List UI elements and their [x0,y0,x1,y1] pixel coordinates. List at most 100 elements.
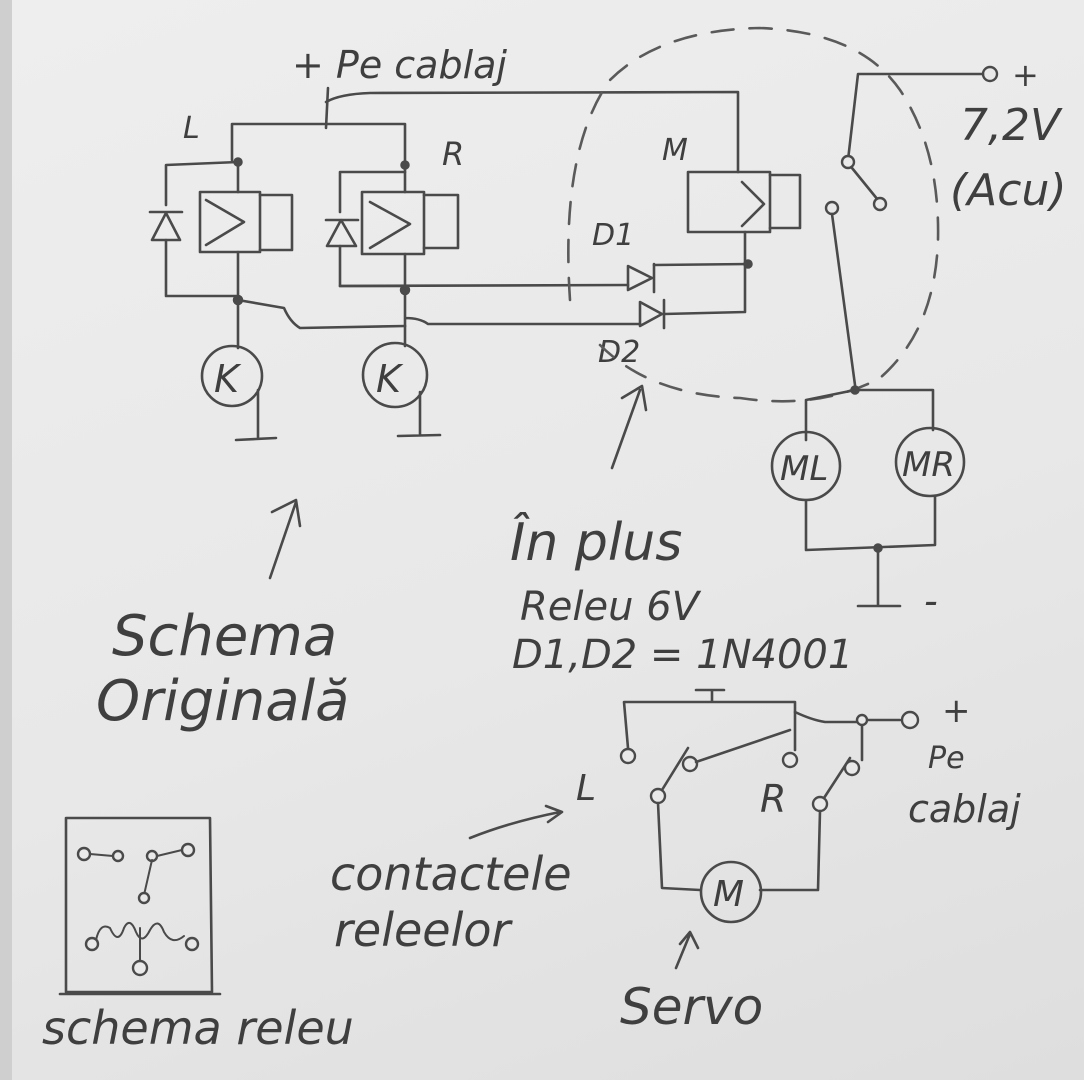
paper-edge [0,0,12,1080]
schema-originala-line1: Schema [112,604,337,669]
relay-r-diode-lead-bottom [338,244,407,288]
motor-left-label: ML [780,449,828,489]
contact-r-lever [822,756,852,800]
relay-l-diode-lead-top [164,160,240,207]
contactele-line2: releelor [334,903,514,957]
diode-d1 [626,262,656,294]
contact-l-nc [619,747,637,765]
d2-label: D2 [598,335,640,370]
relay-r-diode [324,218,360,248]
contactele-line1: contactele [330,847,572,901]
arrow-to-servo [674,930,700,970]
pinout-box [64,816,214,994]
relay-l-coil [198,190,262,254]
relay-l-diode [148,210,184,242]
relay-m-coil [686,170,772,234]
contact-r-common [811,795,829,813]
pin-contact-lever [143,849,183,896]
contacts-junction [855,713,869,727]
motors-top-bus [804,388,935,442]
battery-plus-terminal [981,65,999,83]
contact-l-no [681,755,699,773]
switch-to-motors-wire [830,212,857,387]
pin-common [137,891,151,905]
pinout-coil [95,921,185,942]
releu-6v-label: Releu 6V [520,584,702,630]
pe-cablaj-line2: cablaj [908,787,1021,831]
arrow-to-addition [610,384,648,470]
contacts-r-label: R [760,777,786,821]
annotations: Schema Originală În plus Releu 6V D1,D2 … [96,384,853,734]
pin-coil-right [184,936,200,952]
d1-to-m-wire [652,262,752,267]
motor-right-circle [894,426,966,498]
in-plus-label: În plus [510,512,682,573]
motors-bottom-bus [804,494,937,552]
motors-ground [856,546,902,608]
contacts-right-wire [793,710,902,762]
relay-l-symbol [204,193,294,252]
pe-cablaj-line1: Pe [928,741,965,776]
supply-tap-wire [324,86,330,130]
relay-m-label: M [662,133,688,168]
tr-ground [396,390,442,438]
servo-motor-label: M [713,874,744,915]
schema-releu-label: schema releu [42,1001,354,1055]
transistor-left: K [200,298,278,442]
servo-motor-circle [699,860,763,924]
contact-r-nc [781,751,799,769]
servo-motor-wires [656,801,822,892]
pin-no [180,842,196,858]
r-to-d1-wire [338,283,630,288]
tr-body [361,341,429,409]
relay-pinout: schema releu [42,816,354,1055]
top-bus [230,122,407,162]
contacts-top-wire [622,688,797,752]
relay-l-label: L [183,111,200,146]
r-to-d2-wire [403,288,642,328]
addition-dashed-outline [567,26,940,403]
d2-to-m-wire [662,230,747,316]
tl-ground [234,388,278,442]
contact-l-common [649,787,667,805]
relay-r-label: R [442,135,464,173]
switch-lever [850,166,880,202]
relay-r-symbol [368,193,460,250]
l-cross-wire [236,298,407,330]
battery-wire [846,72,985,162]
pin-coil-center [131,959,149,977]
switch-node-top [840,154,856,170]
pe-cablaj-plus-sign: + [942,691,971,731]
relay-m-symbol [740,173,802,230]
relay-r-diode-lead-top [338,170,407,214]
switch-node-right [872,196,888,212]
contact-l-no-wire [694,728,792,764]
transistor-right: K [361,324,442,438]
battery-plus-sign: + [1012,56,1039,94]
diode-d2 [638,298,666,330]
supply-line-to-m [324,90,740,174]
arrow-to-original [268,498,302,580]
tl-body [200,344,264,408]
pin-nc-right [111,849,125,863]
transistor-right-label: K [376,357,404,401]
contacts-l-label: L [576,768,596,809]
transistor-left-label: K [214,357,242,401]
main-schematic: + Pe cablaj L R D1 D [148,26,1067,623]
pin-nc-bridge [89,853,114,857]
ground-minus-sign: - [924,579,938,623]
pe-cablaj-terminal [900,710,920,730]
d1-label: D1 [592,218,634,253]
relay-l-diode-lead-bottom [164,238,240,298]
switch-node-left [824,200,840,216]
relay-r-coil [360,190,426,256]
arrow-to-contacts [468,804,564,840]
pin-coil-left [84,936,100,952]
servo-label: Servo [620,978,763,1036]
pe-cablaj-top-label: + Pe cablaj [292,43,507,87]
pin-nc-left [76,846,92,862]
voltage-label: 7,2V [960,100,1063,151]
diodes-label: D1,D2 = 1N4001 [512,632,853,678]
